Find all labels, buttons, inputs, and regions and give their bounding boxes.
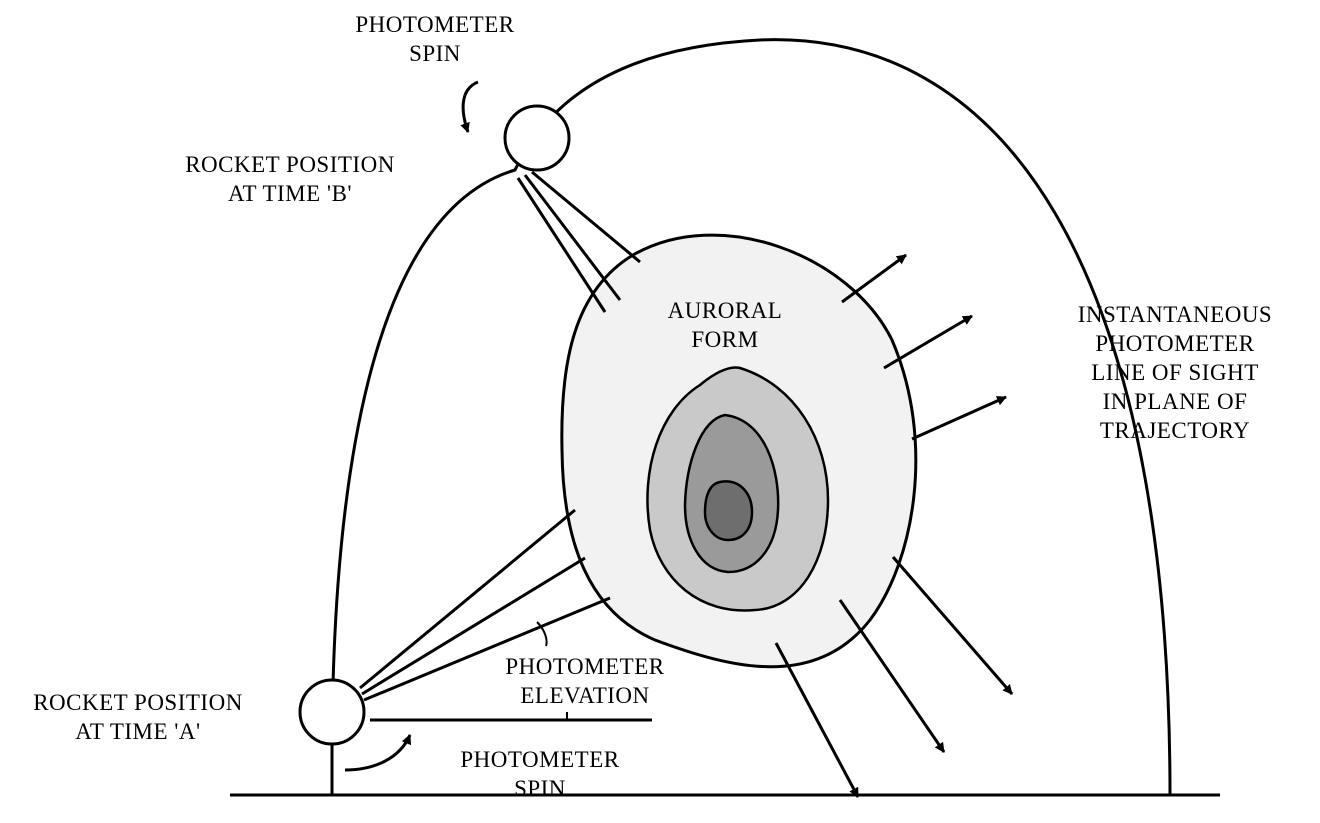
label-line: SPIN xyxy=(430,774,650,803)
spin-arrow-icon xyxy=(463,82,478,132)
label-line: LINE OF SIGHT xyxy=(1040,358,1310,387)
auroral-form-core xyxy=(705,481,752,540)
label-line: FORM xyxy=(635,325,815,354)
line-of-sight-arrow-icon xyxy=(840,600,944,752)
line-of-sight-arrow-icon xyxy=(893,557,1012,694)
label-line: PHOTOMETER xyxy=(1040,329,1310,358)
label-line: AT TIME 'B' xyxy=(140,179,440,208)
rocket-icon xyxy=(300,680,364,744)
label-line: ROCKET POSITION xyxy=(140,150,440,179)
label-line: AURORAL xyxy=(635,296,815,325)
label-line: IN PLANE OF xyxy=(1040,387,1310,416)
line-of-sight-arrow-icon xyxy=(842,255,906,302)
label-line: ROCKET POSITION xyxy=(4,688,272,717)
label-line: TRAJECTORY xyxy=(1040,416,1310,445)
label-line: PHOTOMETER xyxy=(470,652,700,681)
label-line: INSTANTANEOUS xyxy=(1040,300,1310,329)
line-of-sight-arrow-icon xyxy=(912,397,1006,439)
label-line: AT TIME 'A' xyxy=(4,717,272,746)
label-elevation: PHOTOMETER ELEVATION xyxy=(470,652,700,710)
line-of-sight-arrow-icon xyxy=(776,643,858,797)
label-line: PHOTOMETER xyxy=(430,745,650,774)
label-line: PHOTOMETER xyxy=(330,10,540,39)
spin-arrow-icon xyxy=(345,735,410,770)
label-line: ELEVATION xyxy=(470,681,700,710)
label-line-of-sight: INSTANTANEOUS PHOTOMETER LINE OF SIGHT I… xyxy=(1040,300,1310,445)
label-rocket-b: ROCKET POSITION AT TIME 'B' xyxy=(140,150,440,208)
label-rocket-a: ROCKET POSITION AT TIME 'A' xyxy=(4,688,272,746)
label-spin-bottom: PHOTOMETER SPIN xyxy=(430,745,650,803)
line-of-sight-arrow-icon xyxy=(884,316,972,368)
rocket-icon xyxy=(505,106,569,170)
sightline-b-1 xyxy=(525,175,620,300)
label-auroral-form: AURORAL FORM xyxy=(635,296,815,354)
sightline-b-2 xyxy=(532,172,640,262)
label-spin-top: PHOTOMETER SPIN xyxy=(330,10,540,68)
label-line: SPIN xyxy=(330,39,540,68)
